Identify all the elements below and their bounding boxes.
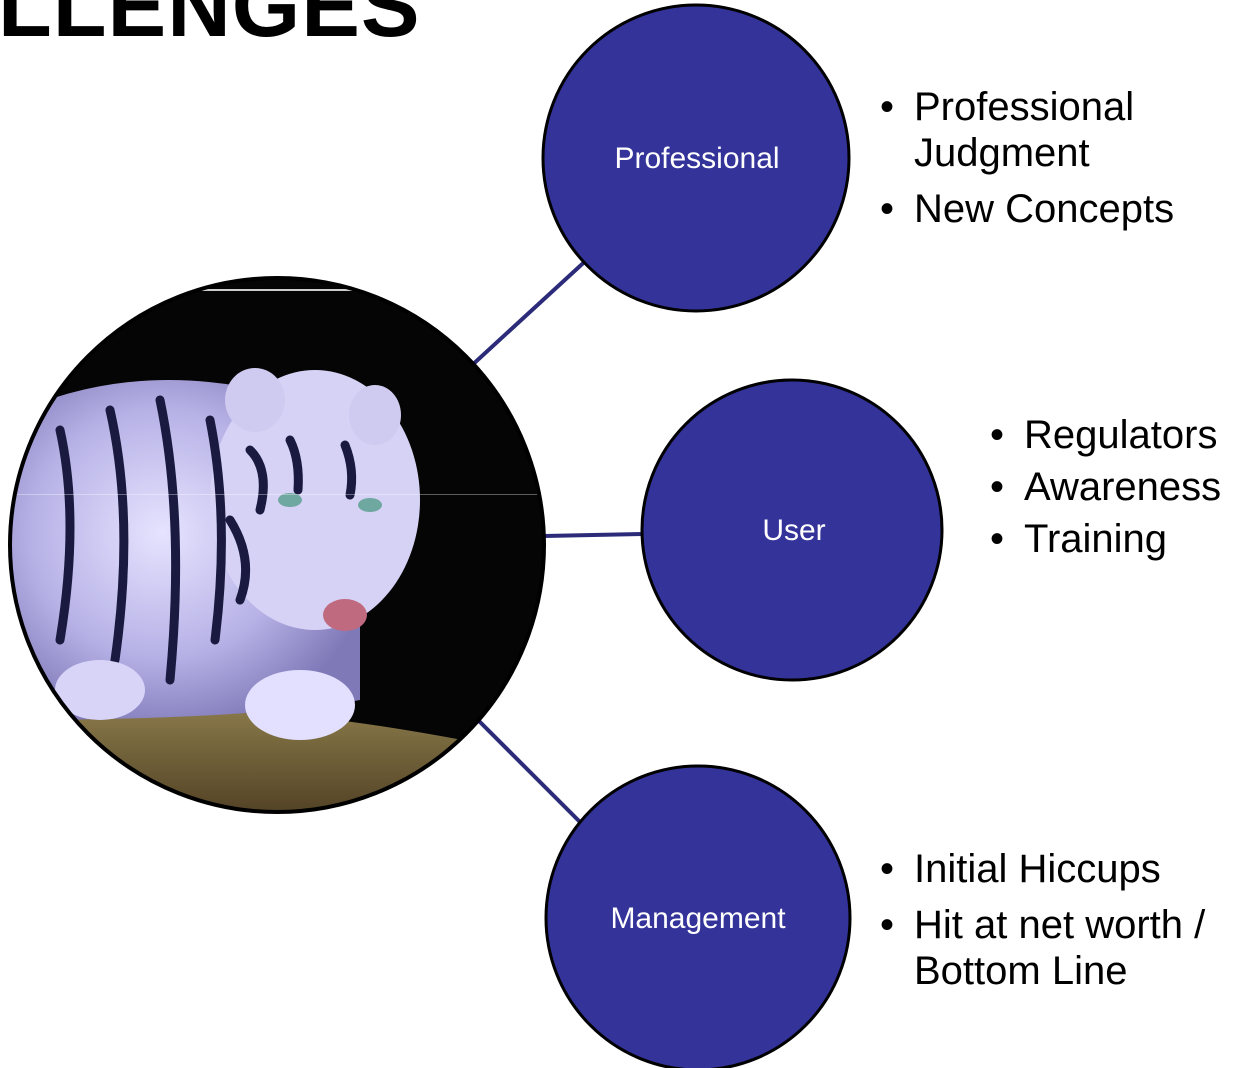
list-item: Regulators — [990, 412, 1251, 458]
node-user-circle — [640, 378, 944, 682]
user-bullet-list: Regulators Awareness Training — [988, 412, 1251, 568]
list-item: Training — [990, 516, 1251, 562]
node-management-circle — [544, 764, 852, 1068]
node-management-label: Management — [610, 902, 786, 935]
list-item: New Concepts — [880, 186, 1244, 232]
professional-bullet-list: Professional Judgment New Concepts — [878, 84, 1244, 242]
page-title: LLENGES — [0, 0, 421, 55]
list-item: Initial Hiccups — [880, 846, 1251, 892]
node-user-label: User — [762, 514, 826, 547]
management-bullet-list: Initial Hiccups Hit at net worth / Botto… — [878, 846, 1251, 1004]
list-item: Hit at net worth / Bottom Line — [880, 902, 1251, 994]
connector-professional — [468, 253, 594, 369]
white-tiger-photo — [8, 276, 546, 814]
connector-user — [543, 532, 645, 538]
node-professional-circle — [541, 3, 851, 313]
connector-management — [468, 710, 597, 839]
node-professional-label: Professional — [614, 142, 780, 175]
list-item: Awareness — [990, 464, 1251, 510]
list-item: Professional Judgment — [880, 84, 1244, 176]
